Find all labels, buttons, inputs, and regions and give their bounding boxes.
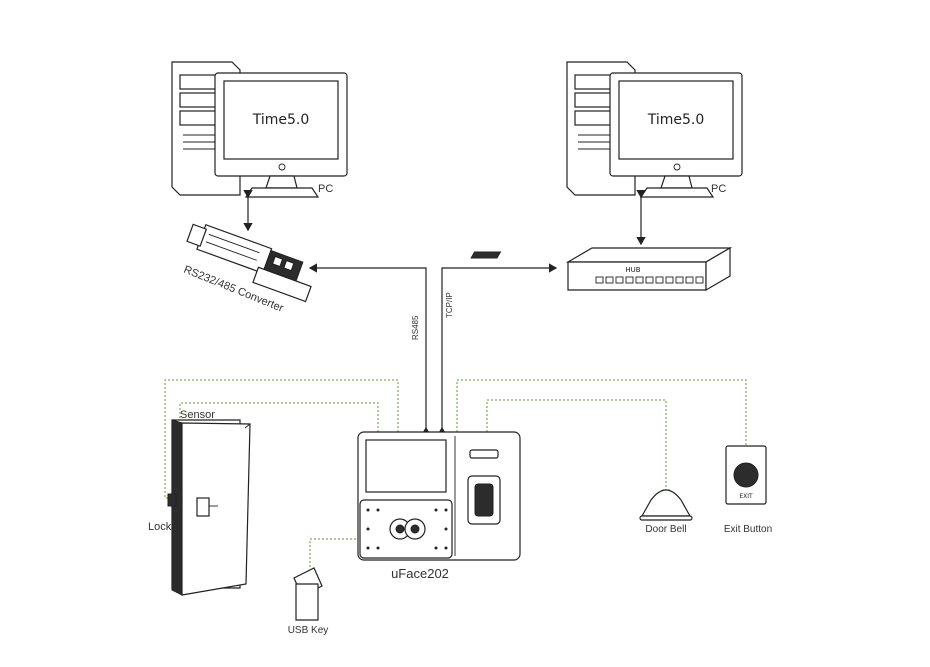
- pc-left-label: PC: [318, 183, 333, 195]
- lock-label: Lock: [148, 521, 172, 533]
- exit-button-label: Exit Button: [724, 524, 772, 535]
- lock-icon: [167, 493, 177, 507]
- device-label: uFace202: [391, 566, 449, 581]
- exit-button-wire: [456, 379, 747, 446]
- pc-left: Time5.0 PC: [171, 61, 348, 198]
- usb-wire: [309, 538, 360, 568]
- tcpip-label: TCP/IP: [445, 292, 454, 318]
- connections: RS485 TCP/IP: [243, 189, 646, 436]
- device-ir-dots: [366, 508, 448, 550]
- device-screen: [365, 439, 447, 493]
- rs232-485-converter: RS232/485 Converter: [182, 223, 312, 315]
- exit-button: EXIT Exit Button: [724, 445, 772, 535]
- pc-left-monitor: [214, 72, 348, 198]
- uface202-device: uFace202: [357, 431, 521, 581]
- pc-right-screen-text: Time5.0: [647, 112, 705, 128]
- rs485-label: RS485: [411, 315, 420, 340]
- door-bell-label: Door Bell: [645, 524, 686, 535]
- switch-label: HUB: [625, 266, 640, 274]
- pc-left-screen-text: Time5.0: [252, 112, 310, 128]
- device-wiring: [164, 379, 747, 568]
- pc-right: Time5.0 PC: [566, 61, 743, 198]
- network-switch: HUB: [470, 246, 733, 292]
- device-card-slot: [469, 449, 499, 459]
- lock-wire: [164, 379, 399, 499]
- door-handle: [196, 497, 210, 517]
- doorbell-wire: [486, 399, 667, 490]
- usb-key: USB Key: [288, 567, 329, 636]
- exit-button-face-text: EXIT: [739, 493, 753, 500]
- rs485-link: [308, 263, 431, 436]
- switch-ports: [595, 276, 704, 284]
- door: Sensor Lock: [148, 409, 251, 596]
- usb-label: USB Key: [288, 625, 329, 636]
- sensor-label: Sensor: [180, 409, 215, 421]
- tcpip-link: [437, 263, 558, 436]
- pc-right-monitor: [609, 72, 743, 198]
- door-bell: Door Bell: [639, 489, 693, 535]
- pc-right-label: PC: [711, 183, 726, 195]
- sensor-wire: [179, 402, 379, 432]
